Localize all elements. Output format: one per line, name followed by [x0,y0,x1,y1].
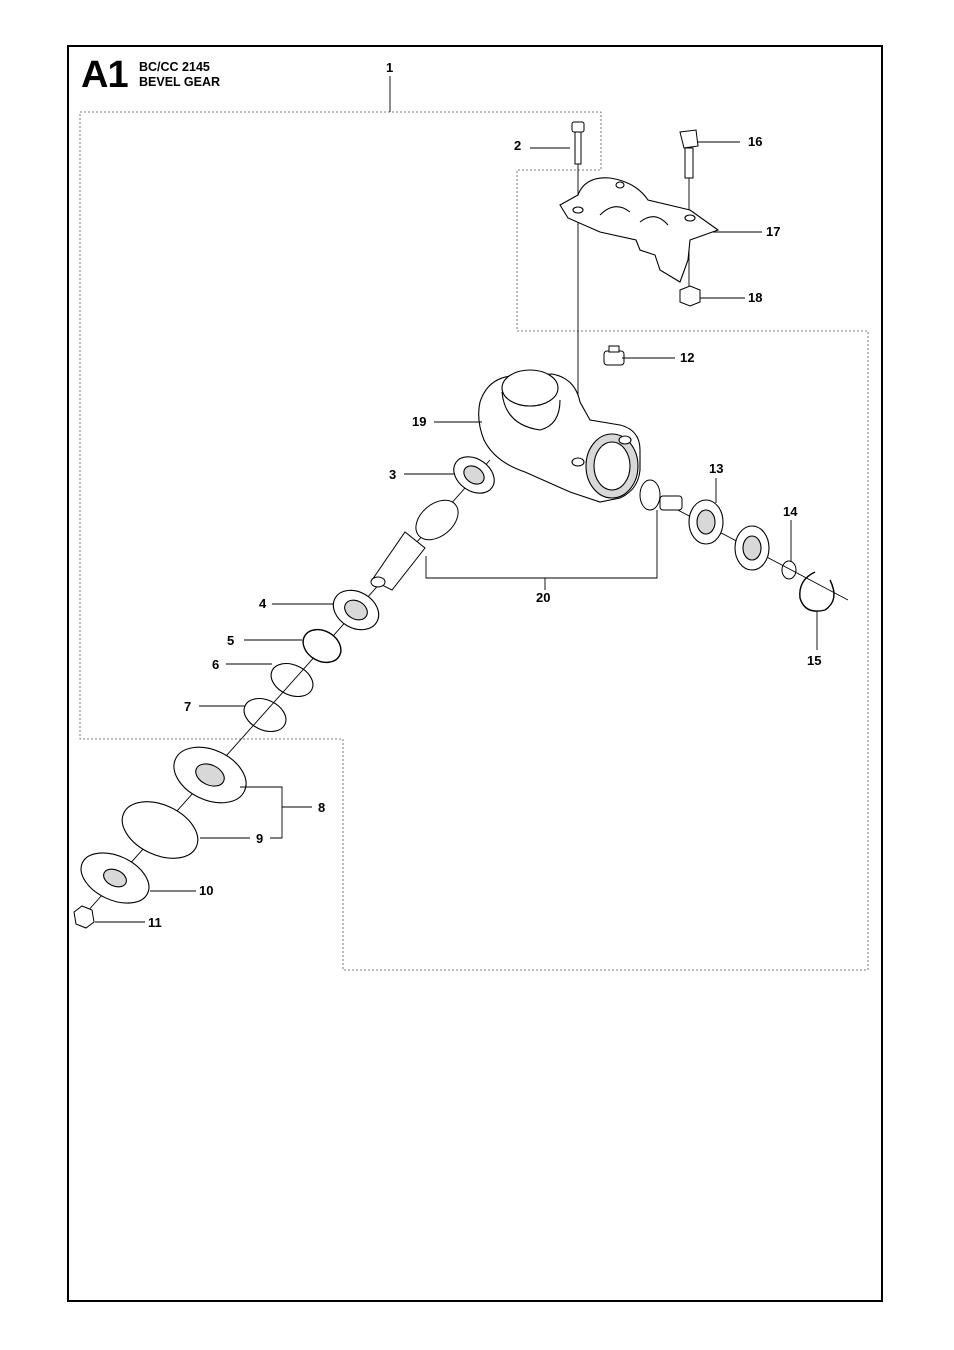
assembly-outline [79,111,869,971]
washer-14 [781,560,797,580]
pinion-gear [639,479,683,511]
filler-plug [603,345,625,366]
callout-19: 19 [412,414,426,429]
bevel-gear-shaft [370,499,459,591]
callout-17: 17 [766,224,780,239]
circlip-15 [799,571,835,612]
callout-1: 1 [386,60,393,75]
retaining-ring [270,662,314,698]
bevel-gear-housing [478,369,641,503]
callout-7: 7 [184,699,191,714]
callout-2: 2 [514,138,521,153]
lock-nut [679,285,701,307]
seal-ring [302,628,342,664]
callout-13: 13 [709,461,723,476]
sheet-id: A1 [81,54,129,96]
callout-11: 11 [148,915,162,930]
callout-3: 3 [389,467,396,482]
page-frame [67,45,883,1302]
callout-8: 8 [318,800,325,815]
callout-12: 12 [680,350,694,365]
callout-20: 20 [536,590,550,605]
callout-5: 5 [227,633,234,648]
support-flange [173,746,247,804]
callout-14: 14 [783,504,798,519]
callout-18: 18 [748,290,762,305]
callout-labels: 1 2 3 4 5 6 7 8 9 10 11 12 13 14 15 16 1… [148,60,821,930]
leader-lines [95,76,818,923]
thrust-washer [80,852,150,904]
sheet-title: BC/CC 2145 BEVEL GEAR [139,60,220,90]
callout-10: 10 [199,883,213,898]
guard-disc [121,801,199,859]
callout-4: 4 [259,596,267,611]
bearing-14 [734,525,770,571]
bearing-lower [332,589,380,631]
clamp-screw [679,129,699,179]
callout-16: 16 [748,134,762,149]
assembly-name: BEVEL GEAR [139,75,221,89]
guard-bracket [559,177,720,283]
model-label: BC/CC 2145 [139,60,210,74]
callout-9: 9 [256,831,263,846]
bearing-upper [453,456,495,494]
axis-lines [77,160,849,923]
bearing-13 [688,499,724,545]
lock-ring [243,697,287,733]
blade-nut [73,905,95,929]
callout-15: 15 [807,653,821,668]
screw [571,121,585,165]
callout-6: 6 [212,657,219,672]
